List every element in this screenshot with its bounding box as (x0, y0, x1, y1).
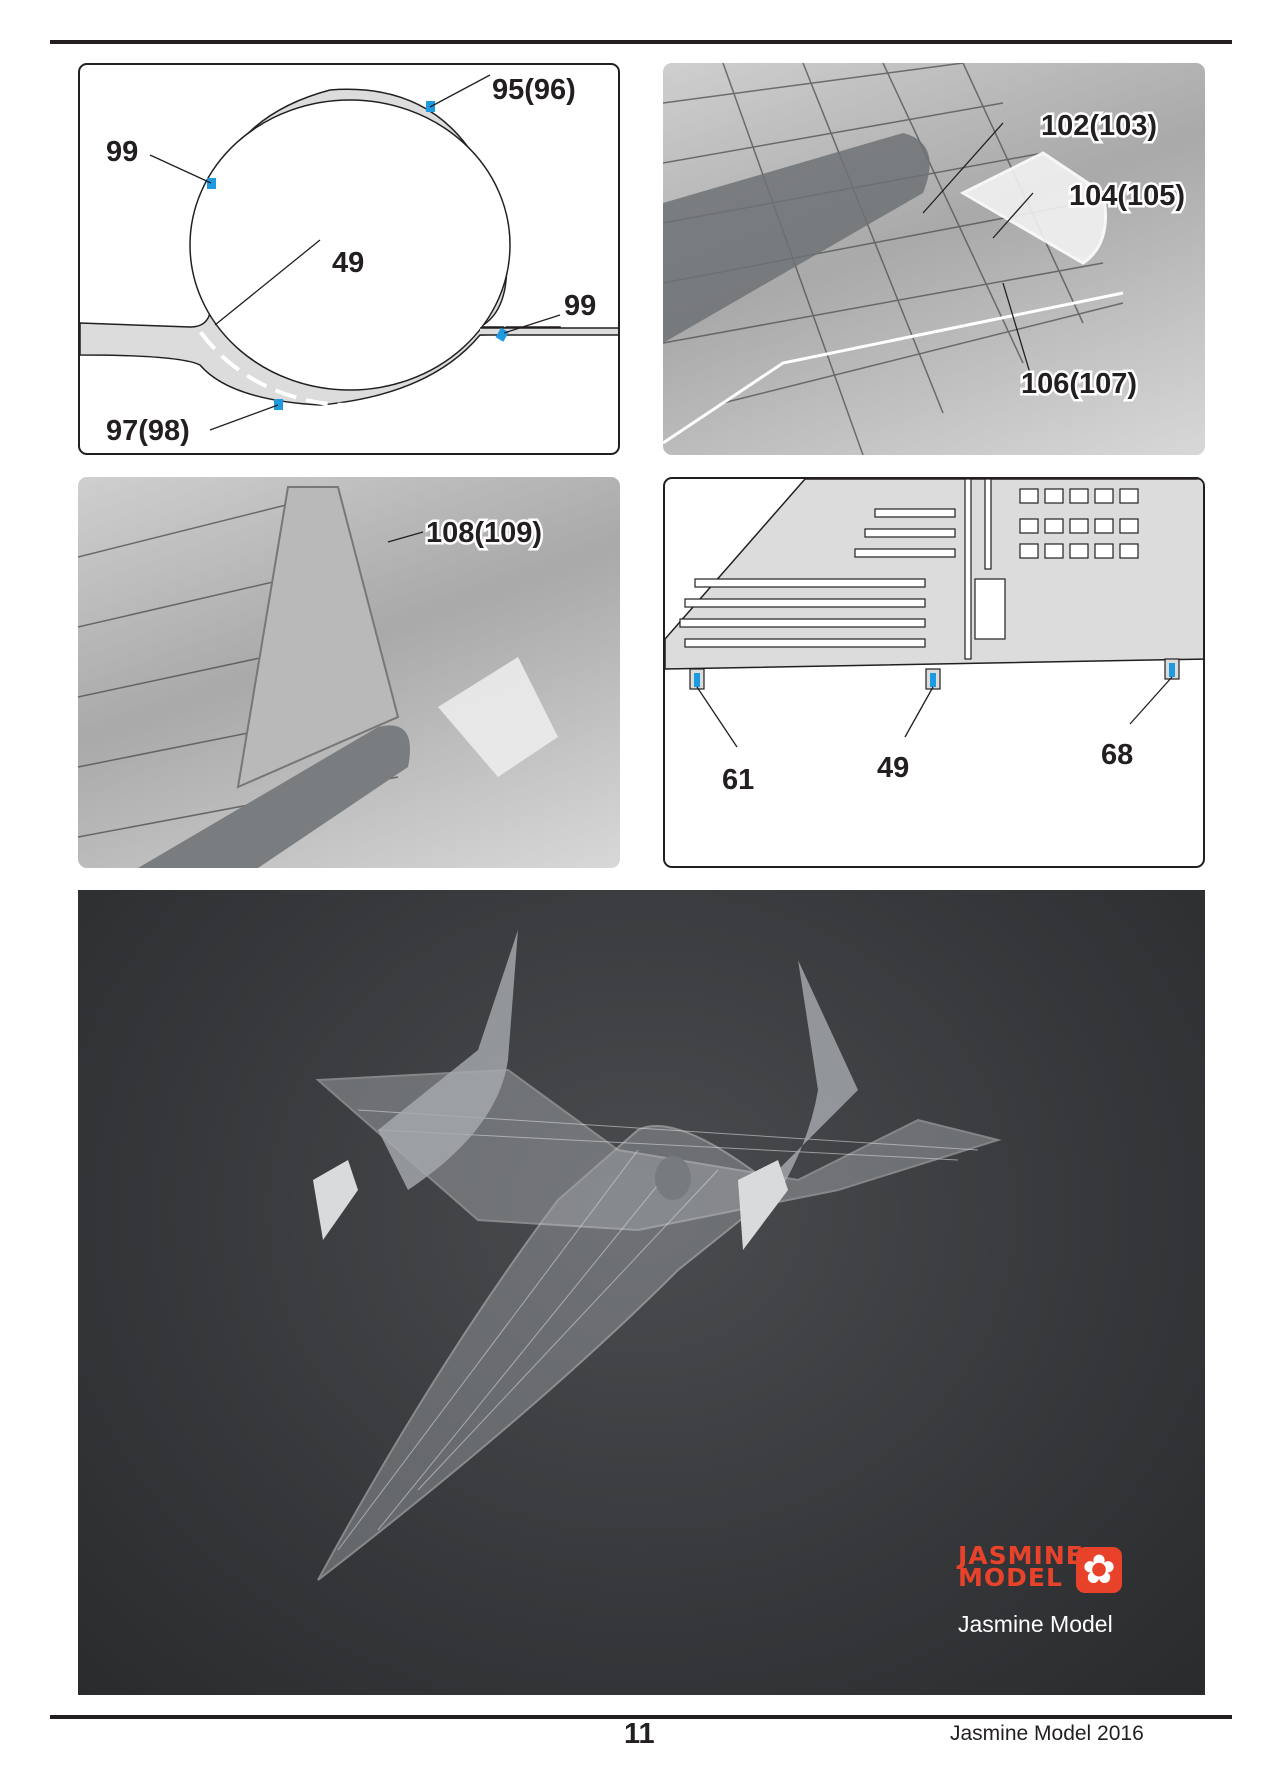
highlight-marker (495, 327, 509, 342)
callout-label: 61 (722, 764, 754, 796)
page-number: 11 (624, 1718, 655, 1750)
callout-label: 99 (564, 290, 596, 322)
jasmine-model-logo: JASMINE MODEL ✿ (958, 1541, 1122, 1593)
logo-wordmark-line1: JASMINE (958, 1541, 1084, 1570)
highlight-marker (207, 178, 216, 189)
fin-photo-panel: 108(109) (78, 477, 620, 868)
top-rule (50, 40, 1232, 44)
callout-label: 106(107) (1021, 368, 1137, 400)
callout-label: 108(109) (426, 517, 542, 549)
callout-label: 49 (332, 247, 364, 279)
wing-photo: 102(103) 104(105) 106(107) (663, 63, 1188, 455)
highlight-marker (274, 399, 283, 410)
callout-label: 97(98) (106, 415, 190, 447)
highlight-marker (930, 673, 936, 687)
callout-label: 68 (1101, 739, 1133, 771)
logo-caption: Jasmine Model (958, 1611, 1113, 1637)
logo-wordmark-line2: MODEL (958, 1563, 1063, 1592)
callout-label: 49 (877, 752, 909, 784)
highlight-marker (1169, 663, 1175, 677)
finished-model-photo (78, 890, 1205, 1695)
callout-label: 102(103) (1041, 110, 1157, 142)
fin-photo: 108(109) (78, 486, 558, 868)
bottom-rule (50, 1715, 1232, 1719)
footer-copyright: Jasmine Model 2016 (950, 1722, 1144, 1745)
wing-sheet-diagram-panel: 61 49 68 (663, 477, 1205, 868)
flower-icon: ✿ (1076, 1547, 1122, 1593)
ring-diagram: 95(96) 99 49 99 97(98) (80, 74, 618, 447)
callout-label: 95(96) (492, 74, 576, 106)
highlight-marker (694, 673, 700, 687)
callout-label: 104(105) (1069, 180, 1185, 212)
ring-diagram-panel: 95(96) 99 49 99 97(98) (78, 63, 620, 455)
wing-photo-panel: 102(103) 104(105) 106(107) (663, 63, 1205, 455)
sr71-model-image (313, 930, 1002, 1581)
wing-sheet-diagram: 61 49 68 (665, 479, 1203, 796)
callout-label: 99 (106, 136, 138, 168)
